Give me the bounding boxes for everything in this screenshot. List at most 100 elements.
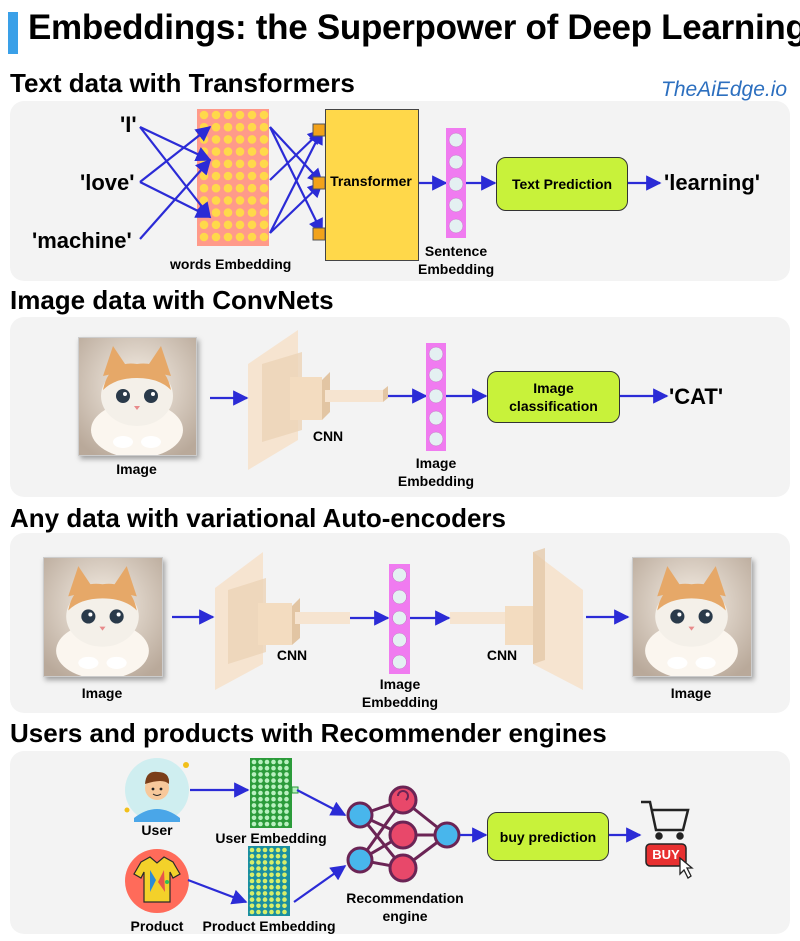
grid-cell: [249, 909, 255, 915]
grid-cell: [258, 778, 263, 783]
grid-cell: [235, 232, 245, 242]
section-title-recommender: Users and products with Recommender engi…: [10, 718, 607, 748]
grid-cell: [211, 147, 221, 156]
grid-cell: [277, 765, 283, 771]
grid-cell: [211, 183, 221, 193]
grid-cell: [282, 847, 287, 853]
word-i: 'I': [120, 112, 137, 137]
text-prediction-box: Text Prediction: [496, 157, 628, 211]
grid-cell: [269, 860, 274, 865]
grid-cell: [262, 853, 268, 859]
buy-label: BUY: [652, 847, 680, 862]
grid-cell: [256, 891, 261, 896]
product-embedding-label: Product Embedding: [202, 918, 336, 934]
text-output-label: 'learning': [664, 170, 761, 195]
grid-cell: [284, 778, 289, 783]
grid-cell: [223, 171, 233, 181]
grid-cell: [247, 110, 257, 120]
grid-cell: [199, 171, 209, 181]
grid-cell: [249, 872, 255, 878]
grid-cell: [264, 772, 270, 777]
sentence-embedding-label: Sentence Embedding: [418, 243, 495, 277]
user-label: User: [141, 822, 173, 838]
grid-cell: [235, 110, 245, 120]
grid-cell: [259, 135, 269, 144]
grid-cell: [262, 866, 268, 871]
grid-cell: [277, 796, 283, 802]
grid-cell: [258, 796, 263, 802]
grid-cell: [247, 183, 257, 193]
grid-cell: [275, 866, 281, 871]
grid-cell: [275, 897, 281, 902]
grid-cell: [282, 897, 287, 902]
grid-cell: [275, 903, 281, 909]
grid-cell: [264, 759, 270, 765]
grid-cell: [199, 135, 209, 144]
grid-cell: [259, 159, 269, 169]
grid-cell: [249, 866, 255, 871]
grid-cell: [284, 784, 289, 790]
grid-cell: [275, 853, 281, 859]
grid-cell: [247, 147, 257, 156]
grid-cell: [223, 159, 233, 169]
user-avatar-icon: [124, 758, 189, 822]
grid-cell: [247, 208, 257, 217]
image-label: Image: [116, 461, 157, 477]
grid-cell: [223, 220, 233, 230]
grid-cell: [223, 183, 233, 193]
grid-cell: [258, 759, 263, 765]
user-embedding-label: User Embedding: [215, 830, 327, 846]
grid-cell: [259, 183, 269, 193]
grid-cell: [282, 909, 287, 915]
grid-cell: [271, 772, 276, 777]
vae-output-label: Image: [670, 685, 712, 701]
grid-cell: [251, 772, 257, 777]
grid-cell: [277, 803, 283, 808]
page-title: Embeddings: the Superpower of Deep Learn…: [28, 8, 800, 47]
grid-cell: [256, 878, 261, 884]
grid-cell: [247, 232, 257, 242]
grid-cell: [264, 784, 270, 790]
grid-cell: [211, 122, 221, 132]
grid-cell: [269, 897, 274, 902]
grid-cell: [259, 110, 269, 120]
image-embedding-vector: [426, 343, 446, 451]
grid-cell: [275, 847, 281, 853]
grid-cell: [277, 790, 283, 796]
grid-cell: [269, 872, 274, 878]
grid-cell: [199, 232, 209, 242]
grid-cell: [235, 208, 245, 217]
grid-cell: [251, 759, 257, 765]
grid-cell: [235, 135, 245, 144]
grid-to-transformer-arrows: [269, 126, 324, 235]
grid-cell: [251, 803, 257, 808]
grid-cell: [258, 815, 263, 821]
recommendation-engine-label: Recommendation engine: [346, 890, 464, 924]
kitten-image-input: [43, 557, 163, 677]
grid-cell: [247, 196, 257, 205]
grid-cell: [258, 803, 263, 808]
grid-cell: [275, 860, 281, 865]
grid-cell: [271, 809, 276, 814]
word-machine: 'machine': [32, 228, 132, 253]
grid-cell: [264, 790, 270, 796]
grid-cell: [258, 765, 263, 771]
transformer-label: Transformer: [330, 173, 412, 189]
grid-cell: [211, 135, 221, 144]
grid-cell: [262, 872, 268, 878]
grid-cell: [249, 853, 255, 859]
grid-cell: [284, 809, 289, 814]
grid-cell: [249, 878, 255, 884]
vae-input-label: Image: [81, 685, 123, 701]
grid-cell: [264, 765, 270, 771]
grid-cell: [235, 196, 245, 205]
section-title-vae: Any data with variational Auto-encoders: [10, 503, 507, 533]
cnn-block-image: [248, 330, 388, 470]
grid-cell: [269, 909, 274, 915]
grid-cell: [247, 220, 257, 230]
grid-cell: [277, 784, 283, 790]
grid-cell: [271, 790, 276, 796]
grid-cell: [211, 159, 221, 169]
grid-cell: [275, 872, 281, 878]
grid-cell: [277, 815, 283, 821]
